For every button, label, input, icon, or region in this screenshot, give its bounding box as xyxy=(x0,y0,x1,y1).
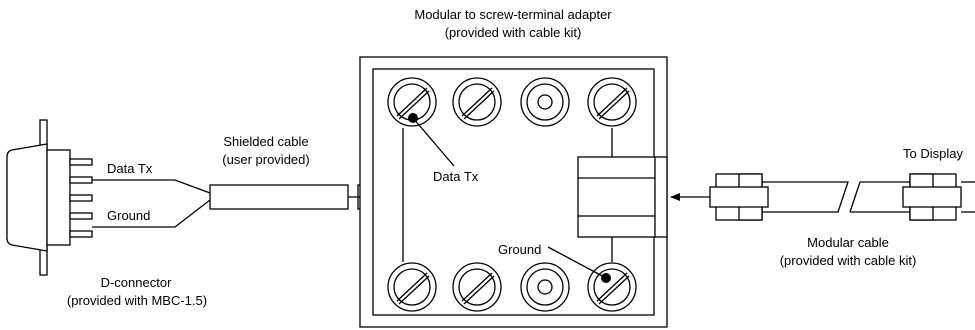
screw-terminal-bottom-1 xyxy=(387,262,437,312)
ground-callout-line xyxy=(547,246,607,279)
screw-terminal-bottom-3 xyxy=(520,262,570,312)
data-tx-callout-line xyxy=(412,117,455,167)
shielded-cable-title: Shielded cable xyxy=(223,134,308,149)
shielded-cable xyxy=(209,184,349,210)
d-connector-shell xyxy=(6,143,48,252)
modular-cable-segment xyxy=(849,181,910,213)
modular-cable-segment xyxy=(762,181,849,213)
to-display-label: To Display xyxy=(903,146,963,161)
shielded-cable-subtitle: (user provided) xyxy=(222,152,309,167)
adapter-ground-label: Ground xyxy=(498,242,541,257)
adapter-subtitle: (provided with cable kit) xyxy=(445,25,582,40)
ground-terminal-marker xyxy=(601,273,611,283)
screw-terminal-top-2 xyxy=(452,77,502,127)
d-connector-pins xyxy=(69,158,93,238)
d-connector-subtitle: (provided with MBC-1.5) xyxy=(67,293,207,308)
screw-terminal-top-4 xyxy=(587,77,637,127)
screw-terminal-bottom-2 xyxy=(452,262,502,312)
adapter-title: Modular to screw-terminal adapter xyxy=(414,7,612,22)
d-connector-body xyxy=(46,149,71,246)
modular-plug-left xyxy=(709,173,769,221)
modular-cable-subtitle: (provided with cable kit) xyxy=(780,253,917,268)
d-connector-ground-label: Ground xyxy=(107,208,150,223)
modular-cable-title: Modular cable xyxy=(807,235,889,250)
screw-terminal-top-3 xyxy=(520,77,570,127)
d-connector xyxy=(6,119,93,276)
screw-terminal-bottom-4 xyxy=(587,262,637,312)
signal-wires xyxy=(92,179,211,228)
data-tx-terminal-marker xyxy=(408,113,418,123)
modular-plug-right xyxy=(902,173,962,221)
adapter-data-tx-label: Data Tx xyxy=(433,169,479,184)
screw-terminal-top-1 xyxy=(387,77,437,127)
d-connector-title: D-connector xyxy=(101,275,172,290)
modular-jack xyxy=(577,156,668,238)
d-connector-data-tx-label: Data Tx xyxy=(107,161,153,176)
